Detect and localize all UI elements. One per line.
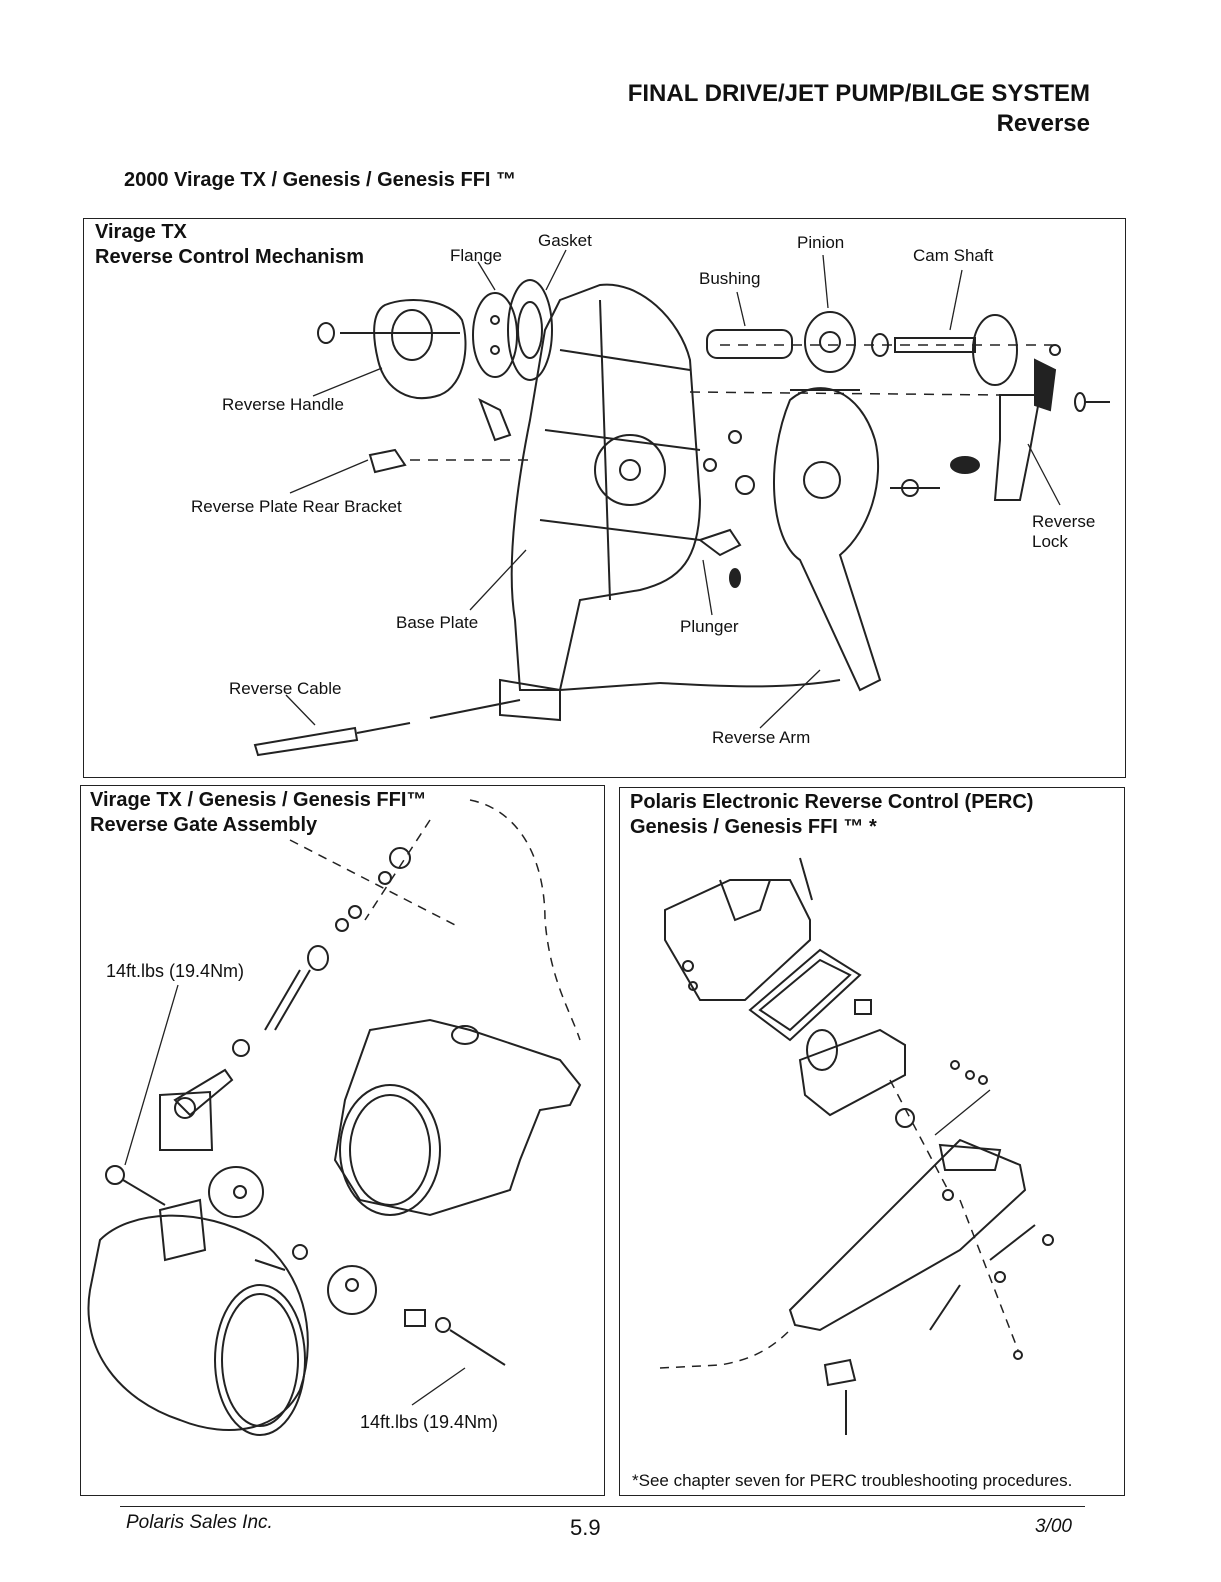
gate-dashed-lines: [289, 799, 581, 1041]
gate-title-line1: Virage TX / Genesis / Genesis FFI™: [90, 789, 427, 811]
label-base-plate: Base Plate: [396, 613, 479, 632]
label-pinion: Pinion: [797, 233, 845, 252]
reverse-gate-drawing: [87, 847, 582, 1436]
perc-drawing: [664, 857, 1054, 1435]
footer-rule: [120, 1506, 1085, 1507]
perc-dashed-lines: [659, 1079, 1019, 1369]
page-number: 5.9: [570, 1515, 601, 1540]
footer-company: Polaris Sales Inc.: [126, 1512, 273, 1533]
base-plate-drawing: [510, 283, 702, 691]
gate-title-line2: Reverse Gate Assembly: [90, 814, 318, 836]
label-cam-shaft: Cam Shaft: [913, 246, 994, 265]
label-reverse-plate-rear-bracket: Reverse Plate Rear Bracket: [191, 497, 402, 516]
reverse-handle-drawing: [317, 299, 467, 400]
label-reverse-arm: Reverse Arm: [712, 728, 811, 747]
misc-fasteners-drawing: [368, 397, 980, 588]
label-bushing: Bushing: [699, 269, 761, 288]
label-flange: Flange: [450, 246, 502, 265]
label-plunger: Plunger: [680, 617, 739, 636]
torque-label-upper: 14ft.lbs (19.4Nm): [106, 961, 245, 981]
mechanism-leader-lines: [285, 249, 1061, 729]
label-reverse-lock-line1: Reverse: [1032, 512, 1096, 531]
reverse-lock-drawing: [993, 358, 1110, 501]
gate-panel-title: Virage TX / Genesis / Genesis FFI™ Rever…: [90, 788, 426, 838]
perc-panel-title: Polaris Electronic Reverse Control (PERC…: [630, 790, 1033, 840]
perc-footnote: *See chapter seven for PERC troubleshoot…: [632, 1471, 1073, 1490]
models-subtitle: 2000 Virage TX / Genesis / Genesis FFI ™: [124, 169, 517, 191]
reverse-cable-drawing: [253, 678, 841, 757]
torque-label-lower: 14ft.lbs (19.4Nm): [360, 1412, 499, 1432]
bushing-drawing: [706, 329, 793, 359]
mechanism-title-line2: Reverse Control Mechanism: [95, 246, 364, 268]
cam-shaft-drawing: [871, 314, 1061, 386]
perc-leader-lines: [934, 1089, 991, 1136]
reverse-gate-assembly-panel: [80, 785, 605, 1496]
label-gasket: Gasket: [538, 231, 592, 250]
footer-date: 3/00: [1035, 1516, 1072, 1537]
label-reverse-cable: Reverse Cable: [229, 679, 342, 698]
pinion-drawing: [804, 311, 856, 373]
flange-drawing: [472, 292, 518, 378]
reverse-control-mechanism-panel: [83, 218, 1126, 778]
perc-panel: [619, 787, 1125, 1496]
perc-title-line1: Polaris Electronic Reverse Control (PERC…: [630, 791, 1034, 813]
mechanism-panel-title: Virage TX Reverse Control Mechanism: [95, 220, 364, 270]
gasket-drawing: [507, 279, 553, 381]
section-title: FINAL DRIVE/JET PUMP/BILGE SYSTEM: [627, 80, 1090, 107]
label-reverse-lock-line2: Lock: [1032, 532, 1068, 551]
mechanism-title-line1: Virage TX: [95, 221, 187, 243]
label-reverse-handle: Reverse Handle: [222, 395, 344, 414]
perc-title-line2: Genesis / Genesis FFI ™ *: [630, 816, 877, 838]
alignment-lines: [410, 344, 1060, 461]
topic-title: Reverse: [996, 110, 1090, 137]
reverse-arm-drawing: [772, 387, 882, 692]
gate-leader-lines: [124, 984, 466, 1406]
